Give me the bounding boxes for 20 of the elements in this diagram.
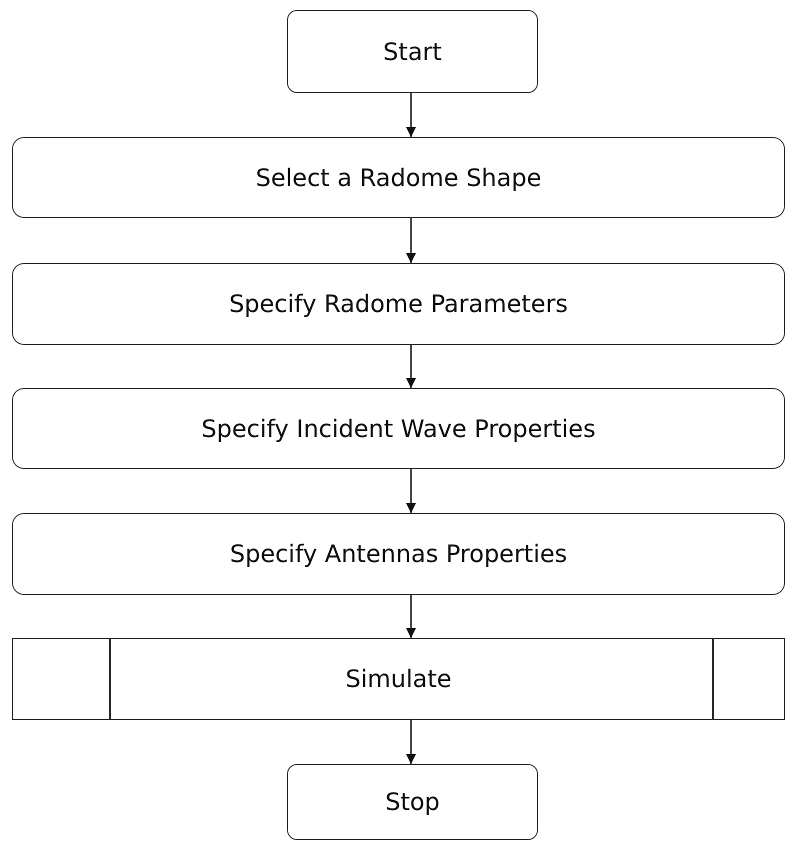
process-box bbox=[12, 513, 785, 595]
node-label: Specify Antennas Properties bbox=[230, 540, 568, 568]
predefined-process-box bbox=[12, 638, 785, 720]
terminal-box bbox=[287, 10, 538, 93]
arrow bbox=[406, 469, 416, 513]
node-label: Stop bbox=[385, 788, 440, 816]
process-box bbox=[12, 388, 785, 469]
arrow bbox=[406, 720, 416, 764]
node-label: Simulate bbox=[345, 665, 452, 693]
arrow bbox=[406, 345, 416, 388]
process-box bbox=[12, 263, 785, 345]
arrow bbox=[406, 595, 416, 638]
node-label: Start bbox=[383, 38, 442, 66]
node-label: Select a Radome Shape bbox=[256, 164, 542, 192]
process-box bbox=[12, 137, 785, 218]
node-label: Specify Radome Parameters bbox=[229, 290, 568, 318]
node-label: Specify Incident Wave Properties bbox=[201, 414, 596, 442]
terminal-box bbox=[287, 764, 538, 840]
arrow bbox=[406, 93, 416, 137]
arrow bbox=[406, 218, 416, 263]
